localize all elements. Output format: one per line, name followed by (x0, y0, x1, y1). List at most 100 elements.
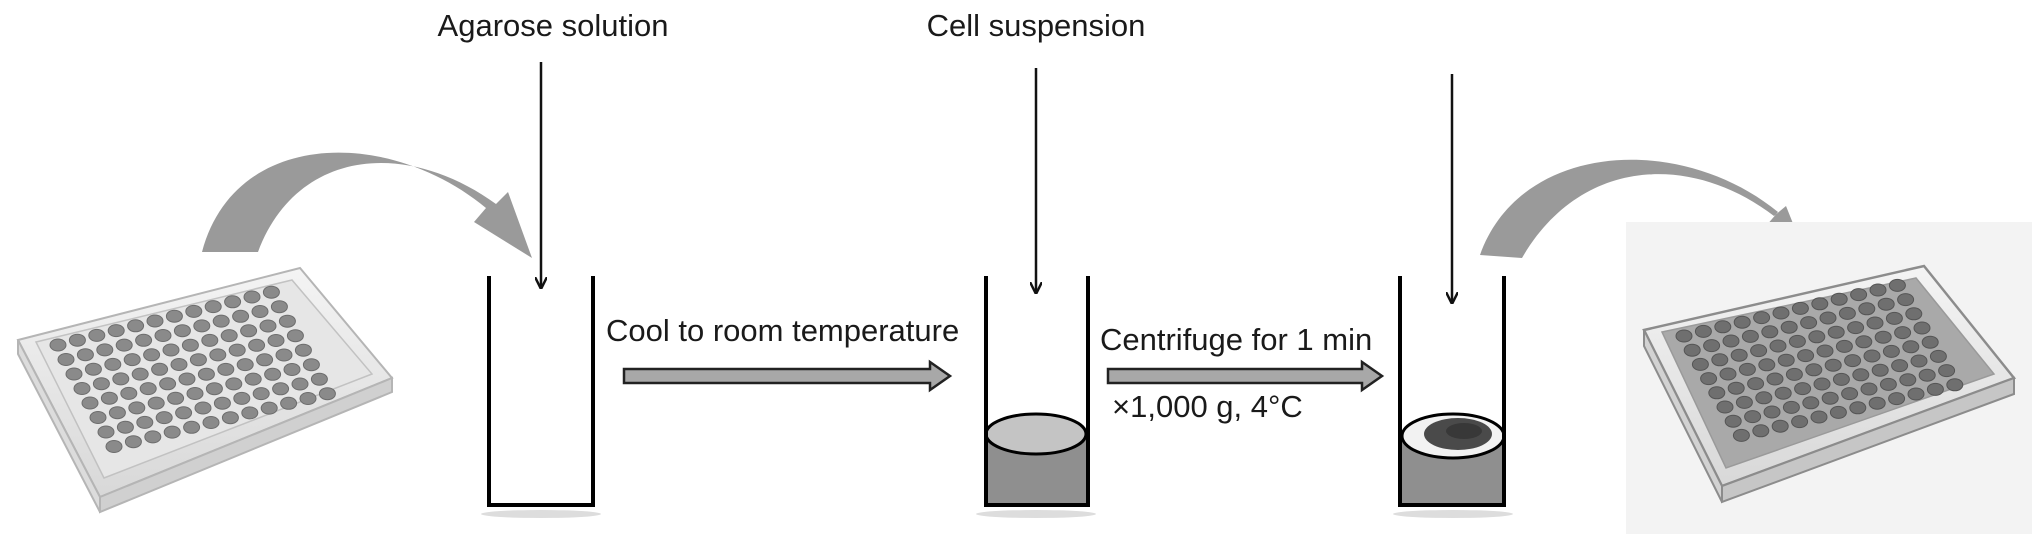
plate-well (267, 334, 285, 347)
plate-well (1777, 353, 1795, 367)
plate-well (299, 392, 317, 405)
plate-well (1905, 307, 1923, 321)
plate-well (107, 324, 125, 338)
plate-well (232, 309, 250, 323)
plate-well (108, 406, 126, 420)
plate-well (204, 300, 222, 314)
centrifuge-conditions-label: ×1,000 g, 4°C (1112, 389, 1303, 424)
plate-well (1850, 288, 1868, 302)
plate-well (278, 314, 296, 328)
plate-well (120, 386, 138, 400)
plate-well (197, 367, 215, 381)
plate-well (178, 372, 196, 386)
plate-well (236, 358, 254, 372)
plate-well (123, 353, 141, 367)
plate-well (1897, 293, 1915, 307)
plate-well (189, 353, 207, 367)
plate-well (1785, 367, 1803, 381)
plate-well (201, 333, 219, 347)
plate-well (1675, 329, 1693, 343)
plate-well (1946, 378, 1964, 392)
plate-well (127, 319, 145, 333)
plate-well (1727, 381, 1745, 395)
plate-well (1774, 386, 1792, 400)
plate-well (1711, 353, 1729, 367)
plate-well (1866, 316, 1884, 330)
plate-well (1719, 367, 1737, 381)
centrifuge-step-label: Centrifuge for 1 min (1100, 322, 1372, 357)
plate-well (244, 372, 262, 386)
plate-well (1830, 292, 1848, 306)
plate-well (1852, 368, 1870, 382)
plate-well (1891, 359, 1909, 373)
plate-well (1910, 354, 1928, 368)
plate-well (1683, 343, 1701, 357)
plate-well (193, 319, 211, 333)
plate-well (294, 343, 312, 357)
plate-well (1816, 344, 1834, 358)
plate-well (1733, 315, 1751, 329)
plate-well (1888, 278, 1906, 292)
plate-well (1771, 419, 1789, 433)
plate-well (76, 348, 94, 362)
plate-well (1808, 330, 1826, 344)
plate-well (1724, 414, 1742, 428)
plate-well (251, 305, 269, 318)
plate-well (1871, 363, 1889, 377)
plate-well (81, 396, 99, 410)
plate-well (1838, 306, 1856, 320)
plate-well (1847, 321, 1865, 335)
plate-well (163, 425, 181, 439)
plate-well (136, 415, 154, 429)
plate-well (270, 300, 288, 314)
transfer-arrow-right (1480, 159, 1806, 258)
plate-well (262, 285, 280, 299)
plate-well (264, 367, 282, 381)
plate-well (248, 338, 266, 352)
plate-well (1800, 316, 1818, 330)
plate-well (1899, 373, 1917, 387)
plate-well (318, 387, 336, 401)
plate-well (181, 338, 199, 352)
plate-well (162, 343, 180, 357)
plate-well (185, 304, 203, 318)
plate-well (1918, 368, 1936, 382)
plate-well (1879, 377, 1897, 391)
plate-well (159, 377, 177, 391)
plate-well (115, 338, 133, 352)
plate-well (1827, 325, 1845, 339)
plate-well (1797, 349, 1815, 363)
plate-well (1858, 302, 1876, 316)
plate-well (1885, 311, 1903, 325)
plate-well (139, 382, 157, 396)
plate-well (167, 391, 185, 405)
plate-well (92, 377, 110, 391)
plate-well (1752, 424, 1770, 438)
plate-well (1894, 326, 1912, 340)
plate-well (1926, 382, 1944, 396)
plate-well (165, 309, 183, 323)
plate-well (100, 391, 118, 405)
plate-well (1703, 339, 1721, 353)
plate-well (1805, 363, 1823, 377)
plate-well (1821, 391, 1839, 405)
plate-well (1753, 311, 1771, 325)
plate-well (1714, 320, 1732, 334)
plate-well (1921, 335, 1939, 349)
plate-well (252, 387, 270, 401)
plate-well (1722, 334, 1740, 348)
plate-well (286, 329, 304, 343)
plate-well (146, 314, 164, 328)
plate-well (154, 329, 172, 342)
plate-well (1744, 410, 1762, 424)
plate-well (1735, 395, 1753, 409)
plate-wells-left (49, 285, 336, 453)
plate-well (1761, 325, 1779, 339)
transfer-arrow-left (202, 152, 532, 258)
plate-well (57, 353, 75, 366)
plate-well (49, 338, 67, 352)
plate-well (65, 367, 83, 381)
plate-well (212, 314, 230, 328)
plate-well (96, 343, 114, 357)
centrifuge-step-arrow (1106, 359, 1385, 393)
